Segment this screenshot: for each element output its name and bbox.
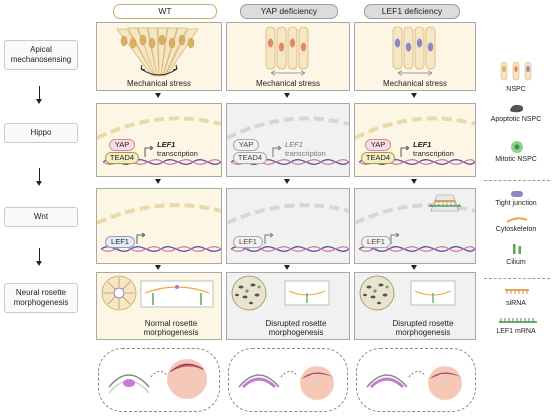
nspc-column-illustration (265, 26, 309, 76)
legend-mitotic-nspc: Mitotic NSPC (495, 156, 537, 163)
legend-divider (484, 278, 550, 279)
column-header-lef1-deficiency: LEF1 deficiency (364, 4, 460, 19)
panel-yap-wnt: LEF1 (226, 188, 350, 264)
flow-arrow (155, 265, 161, 270)
apoptotic-cell-icon (510, 104, 524, 113)
flow-arrow (284, 179, 290, 184)
column-header-wt: WT (113, 4, 217, 19)
panel-lef1-rosette: Disrupted rosette morphogenesis (354, 272, 476, 340)
lef1-transcription-label: LEF1 transcription (413, 140, 454, 158)
panel-yap-hippo: YAP TEAD4 LEF1 transcription (226, 103, 350, 177)
flow-arrow (411, 179, 417, 184)
panel-lef1-hippo: YAP TEAD4 LEF1 transcription (354, 103, 476, 177)
stage-apical-mechanosensing: Apical mechanosensing (4, 40, 78, 70)
legend-divider (484, 180, 550, 181)
stage-wnt: Wnt (4, 207, 78, 227)
lef1-protein: LEF1 (233, 236, 263, 248)
column-header-yap-deficiency: YAP deficiency (240, 4, 338, 19)
tead4-protein: TEAD4 (105, 152, 139, 164)
sirna-icon (505, 289, 529, 294)
sirna-targeting-illustration (355, 194, 475, 252)
outcome-label-wt: Normal rosette morphogenesis (143, 319, 199, 337)
panel-yap-mechanosensing: Mechanical stress (226, 22, 350, 91)
nuclear-membrane (227, 203, 349, 252)
stage-label: Neural rosette morphogenesis (13, 288, 69, 307)
lef1-transcription-label: LEF1 transcription (285, 140, 326, 158)
legend-cytoskeleton: Cytoskeleton (495, 226, 537, 233)
lef1-protein: LEF1 (105, 236, 135, 248)
panel-wt-mechanosensing: Mechanical stress (96, 22, 222, 91)
microcephaly-illustration (366, 366, 462, 400)
stage-arrow (36, 168, 42, 186)
flow-arrow (284, 93, 290, 98)
legend-apoptotic-nspc: Apoptotic NSPC (490, 116, 542, 123)
panel-lef1-wnt: LEF1 (354, 188, 476, 264)
tight-junction-icon (511, 191, 523, 197)
tead4-protein: TEAD4 (233, 152, 267, 164)
yap-protein: YAP (109, 139, 135, 151)
stage-label: Wnt (33, 212, 49, 221)
stage-neural-rosette: Neural rosette morphogenesis (4, 283, 78, 313)
flow-arrow (155, 179, 161, 184)
panel-yap-rosette: Disrupted rosette morphogenesis (226, 272, 350, 340)
flow-arrow (411, 93, 417, 98)
mechanical-stress-label: Mechanical stress (382, 79, 448, 88)
disrupted-rosette-illustration (231, 275, 330, 311)
lef1-transcription-label: LEF1 transcription (157, 140, 198, 158)
nuclear-membrane (97, 203, 221, 252)
mechanical-stress-label: Mechanical stress (126, 79, 192, 88)
lef1-mrna-icon (499, 318, 537, 323)
legend-nspc: NSPC (506, 86, 526, 93)
panel-wt-rosette: Normal rosette morphogenesis (96, 272, 222, 340)
panel-wt-hippo: YAP TEAD4 LEF1 transcription (96, 103, 222, 177)
mechanical-stress-label: Mechanical stress (255, 79, 321, 88)
legend-lef1-mrna: LEF1 mRNA (496, 328, 536, 335)
yap-protein: YAP (365, 139, 391, 151)
outcome-label-yap: Disrupted rosette morphogenesis (265, 319, 327, 337)
normal-brain-illustration (108, 359, 207, 399)
stage-arrow (36, 86, 42, 104)
nspc-column-illustration (392, 26, 436, 76)
stage-hippo: Hippo (4, 123, 78, 143)
microcephaly-illustration (238, 366, 334, 400)
panel-yap-organism (228, 348, 348, 412)
rosette-illustration (101, 275, 214, 311)
nspc-fan-illustration (116, 27, 199, 77)
panel-wt-wnt: LEF1 (96, 188, 222, 264)
flow-arrow (411, 265, 417, 270)
legend-sirna: siRNA (506, 300, 526, 307)
cilium-icon (513, 244, 521, 254)
disrupted-rosette-illustration (359, 275, 456, 311)
panel-lef1-organism (356, 348, 476, 412)
panel-lef1-mechanosensing: Mechanical stress (354, 22, 476, 91)
flow-arrow (155, 93, 161, 98)
yap-protein: YAP (233, 139, 259, 151)
tead4-protein: TEAD4 (361, 152, 395, 164)
stage-arrow (36, 248, 42, 266)
stage-label: Apical mechanosensing (10, 45, 72, 64)
legend-tight-junction: Tight junction (495, 200, 537, 207)
flow-arrow (284, 265, 290, 270)
mitotic-cell-icon (511, 141, 523, 153)
stage-label: Hippo (30, 128, 52, 137)
lef1-protein: LEF1 (361, 236, 391, 248)
outcome-label-lef1: Disrupted rosette morphogenesis (392, 319, 454, 337)
panel-wt-organism (98, 348, 220, 412)
cytoskeleton-icon (506, 217, 528, 223)
legend-cilium: Cilium (506, 259, 526, 266)
nspc-cells-icon (500, 61, 532, 81)
